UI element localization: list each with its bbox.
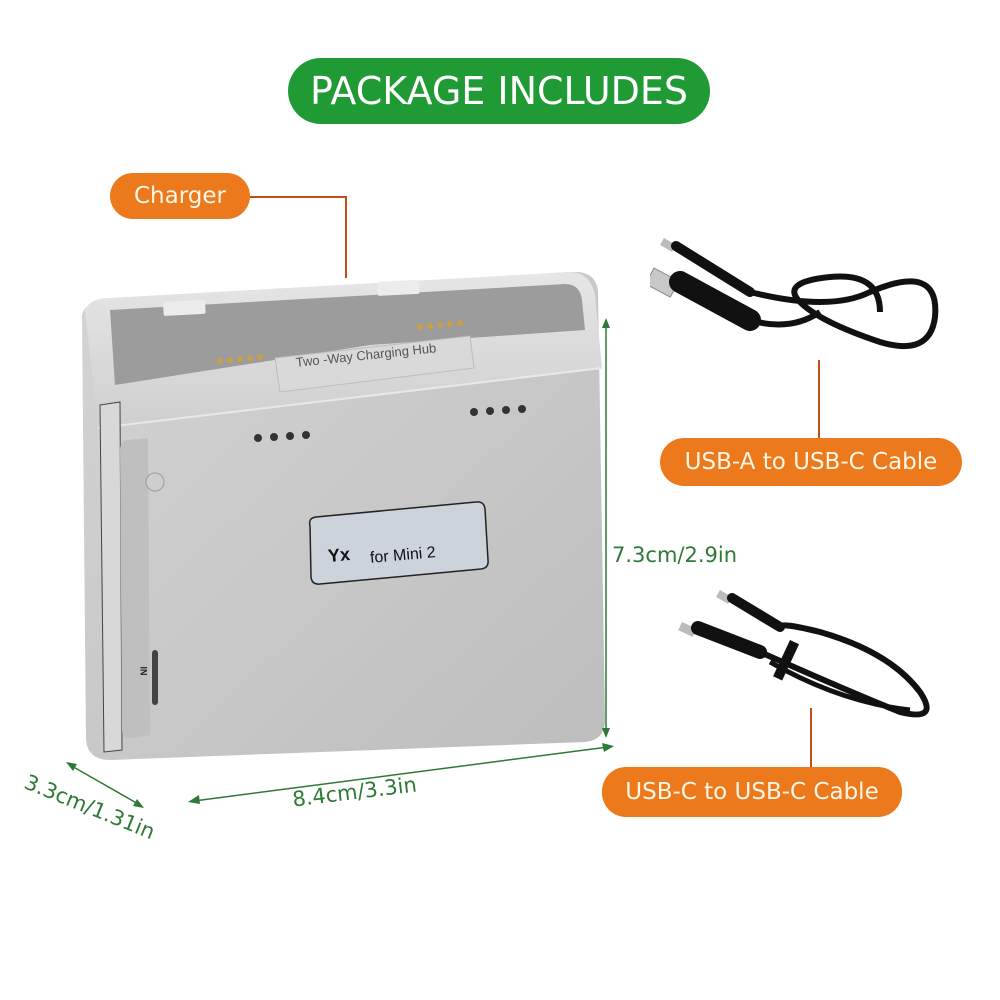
- package-includes-title: PACKAGE INCLUDES: [288, 58, 710, 124]
- port-label: IN: [138, 666, 149, 676]
- width-dimension-arrow: [188, 743, 614, 804]
- brand-logo: Yx: [327, 544, 351, 566]
- charger-leader-v: [345, 196, 347, 278]
- height-dimension-label: 7.3cm/2.9in: [612, 543, 738, 567]
- depth-dimension-arrow: [66, 762, 144, 808]
- height-dimension-arrow: [602, 318, 610, 738]
- usb-c-to-usb-c-cable-tag: USB-C to USB-C Cable: [602, 767, 902, 817]
- charging-hub-image: [81, 271, 606, 760]
- usb-c-cable-leader: [810, 708, 812, 768]
- charger-tag: Charger: [110, 173, 250, 219]
- usb-a-cable-leader: [818, 360, 820, 438]
- usb-a-to-usb-c-cable-tag: USB-A to USB-C Cable: [660, 438, 962, 486]
- usb-c-to-usb-c-cable-image: [678, 590, 930, 718]
- charger-leader-h: [250, 196, 346, 198]
- usb-a-to-usb-c-cable-image: [650, 238, 939, 350]
